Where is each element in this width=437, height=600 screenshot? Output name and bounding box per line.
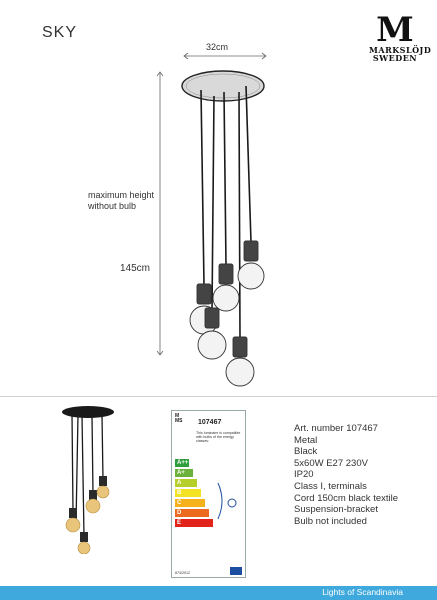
product-photo [62,406,114,554]
bracket-arrow [217,482,237,520]
energy-class-bar: A++ [175,459,189,467]
footer-bar [0,586,437,600]
energy-class-bar: D [175,509,209,517]
spec-line: IP20 [294,469,314,481]
energy-art-number: 107467 [198,419,222,426]
pendant-cords [200,85,252,339]
section-divider [0,396,437,397]
spec-line: Black [294,446,318,458]
spec-line: Metal [294,434,318,446]
energy-class-bar: C [175,499,205,507]
spec-line: Class I, terminals [294,480,367,492]
technical-drawing [156,52,267,387]
max-height-line2: without bulb [88,201,137,211]
spec-line: Art. number 107467 [294,423,378,434]
logo-letter: M [376,10,414,50]
energy-class-bar: E [175,519,213,527]
width-label: 32cm [206,42,229,52]
energy-class-bar: B [175,489,201,497]
product-title: SKY [42,24,78,41]
logo-line1: MARKSLÖJD [369,45,432,55]
spec-line: Cord 150cm black textile [294,492,399,504]
eu-flag-icon [230,567,242,575]
max-height-line1: maximum height [88,190,155,200]
height-dimension-line [156,71,164,356]
energy-class-bar: A [175,479,197,487]
spec-line: Suspension-bracket [294,504,378,516]
spec-line: 5x60W E27 230V [294,457,368,469]
ceiling-canopy [181,70,265,102]
energy-text: This luminaire is compatible with bulbs … [196,431,241,443]
energy-class-bar: A+ [175,469,193,477]
brand-logo: M MARKSLÖJD SWEDEN [369,10,432,63]
spec-line: Bulb not included [294,515,367,527]
pendant-bulbs [189,240,265,387]
footer-tagline: Lights of Scandinavia [322,587,403,597]
max-height-label: maximum height without bulb [88,190,154,212]
width-dimension-line [183,52,267,60]
logo-line2: SWEDEN [372,53,418,63]
energy-regulation: 874/2012 [175,571,190,575]
height-label: 145cm [120,263,151,274]
